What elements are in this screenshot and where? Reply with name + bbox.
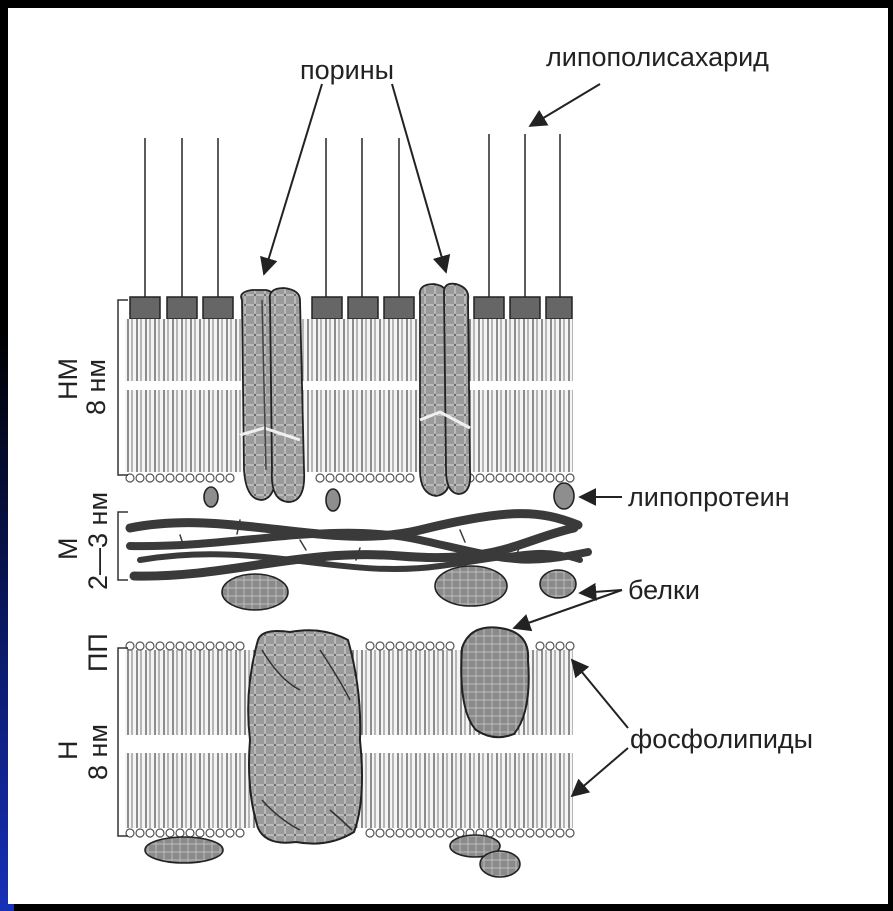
inner-membrane-label: Н: [55, 741, 82, 761]
porins-label: порины: [300, 57, 394, 84]
proteins-label: белки: [628, 577, 700, 604]
lipoprotein-label: липопротеин: [628, 484, 790, 511]
inner-membrane-protein-small: [461, 627, 528, 737]
murein-layer: [130, 514, 588, 576]
inner-membrane-thickness: 8 нм: [85, 724, 112, 780]
periplasm-label: ПП: [85, 633, 112, 672]
murein-thickness: 2—3 нм: [85, 492, 112, 590]
periplasmic-proteins: [222, 566, 576, 610]
lps-core-blocks: [130, 297, 572, 319]
porin-right: [420, 284, 470, 496]
phospholipids-label: фосфолипиды: [630, 726, 813, 753]
outer-membrane: [125, 319, 574, 482]
porin-left: [240, 288, 304, 502]
outer-membrane-thickness: 8 нм: [83, 359, 110, 415]
inner-membrane-protein-large: [248, 630, 362, 843]
lps-label: липополисахарид: [546, 44, 769, 71]
outer-membrane-label: НМ: [55, 358, 82, 400]
murein-label: М: [55, 538, 82, 561]
lps-chains: [145, 134, 560, 297]
